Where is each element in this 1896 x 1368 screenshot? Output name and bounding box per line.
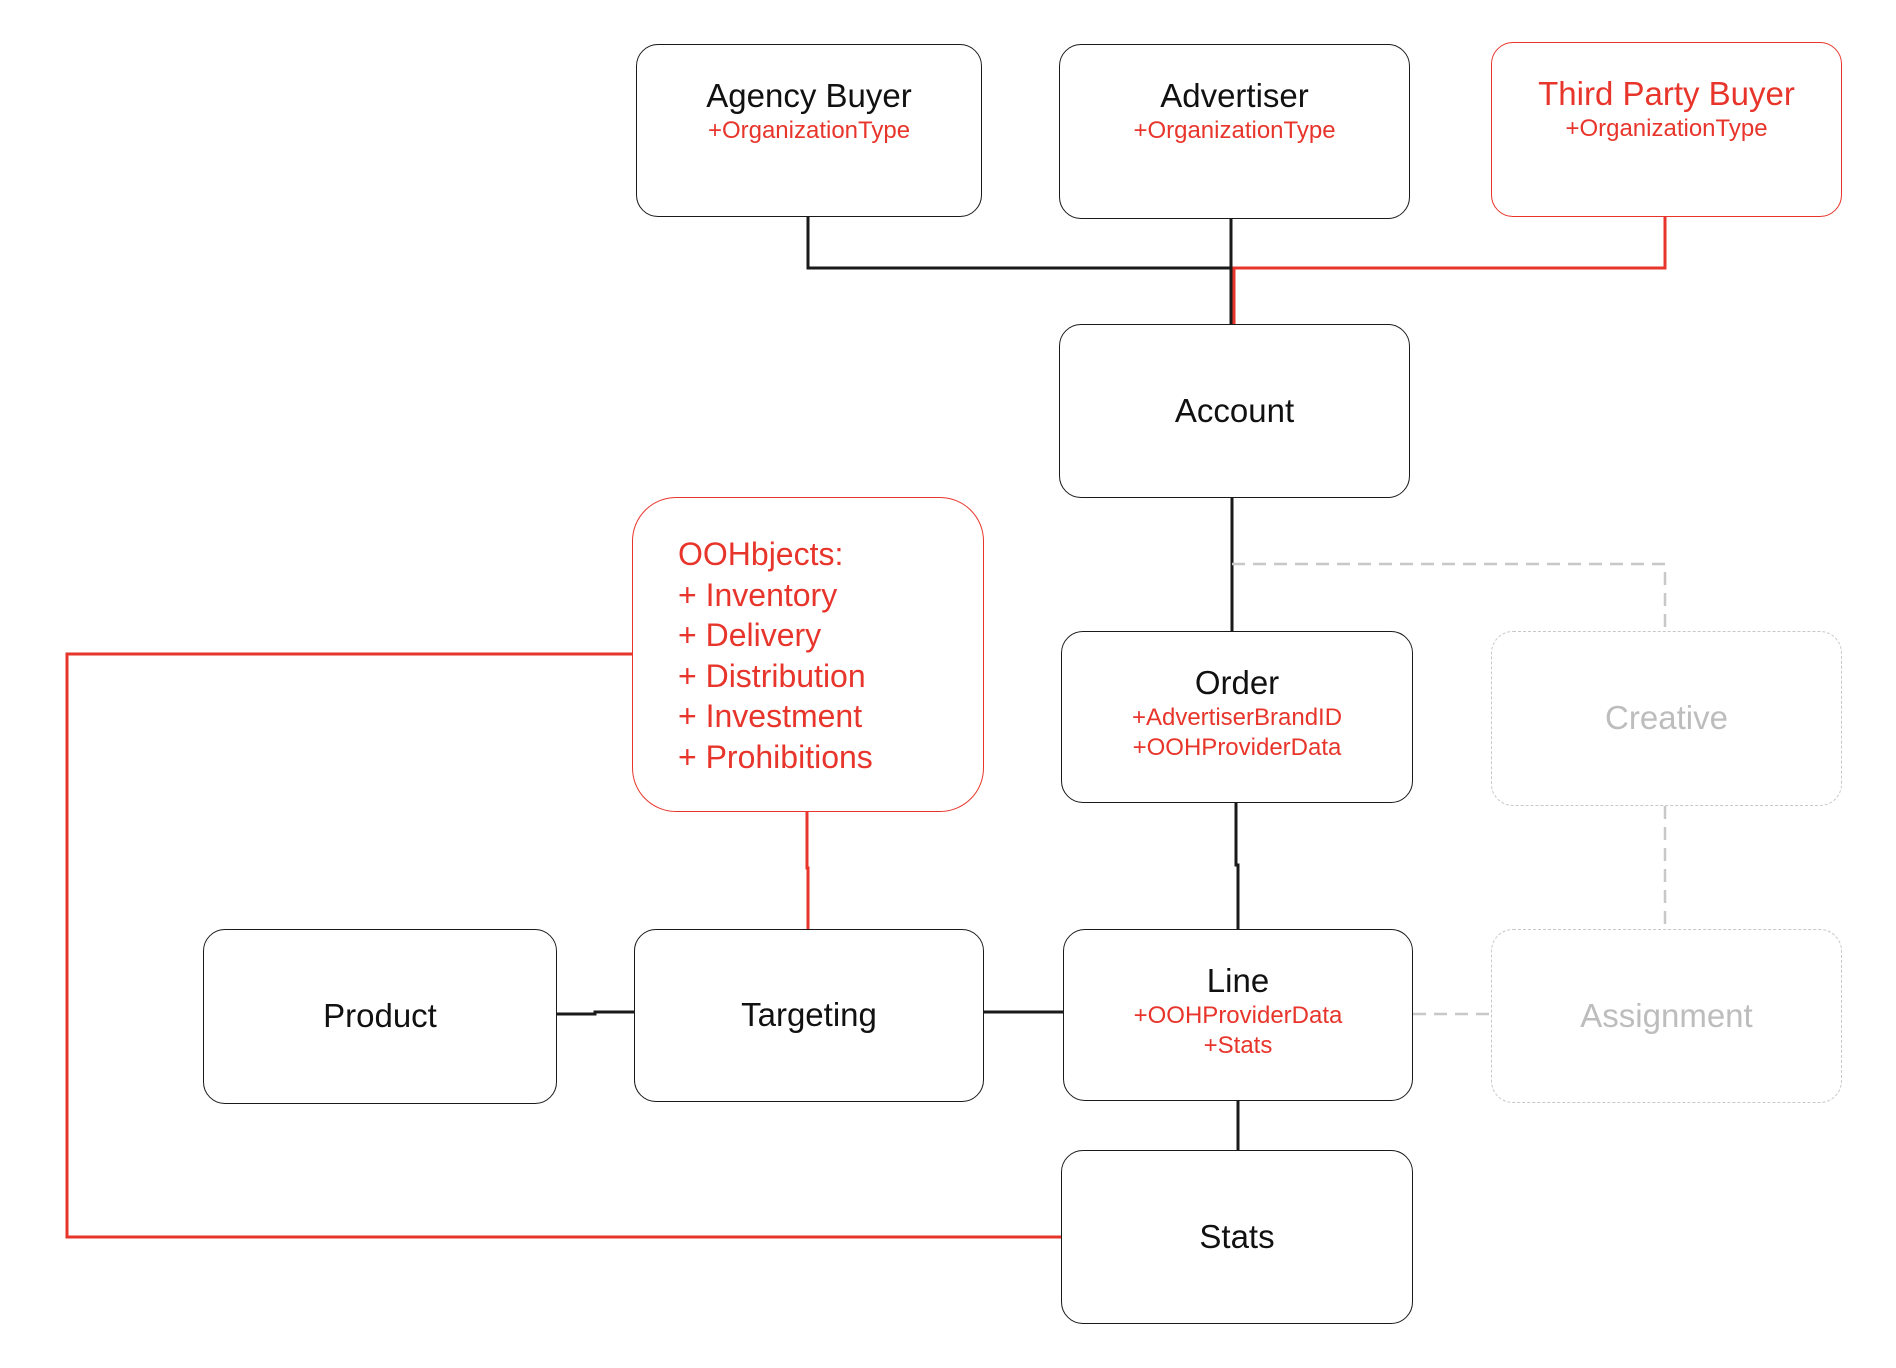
connector-account-creative bbox=[1232, 562, 1667, 631]
node-stats-title: Stats bbox=[1199, 1217, 1275, 1255]
node-line-attr-stats: +Stats bbox=[1203, 1031, 1273, 1059]
connector-product-targeting bbox=[557, 1010, 634, 1016]
oohbjects-item-inventory: + Inventory bbox=[678, 576, 838, 613]
node-order: Order +AdvertiserBrandID +OOHProviderDat… bbox=[1061, 631, 1413, 803]
node-order-attr-brand-id: +AdvertiserBrandID bbox=[1131, 703, 1343, 731]
node-advertiser-attr: +OrganizationType bbox=[1133, 116, 1336, 144]
node-third-party-buyer: Third Party Buyer +OrganizationType bbox=[1491, 42, 1842, 217]
oohbjects-item-distribution: + Distribution bbox=[678, 657, 866, 694]
node-agency-buyer-attr: +OrganizationType bbox=[707, 116, 911, 144]
node-oohbjects: OOHbjects: + Inventory + Delivery + Dist… bbox=[632, 497, 984, 812]
node-order-title: Order bbox=[1194, 664, 1280, 701]
node-product: Product bbox=[203, 929, 557, 1104]
node-line-attr-provider-data: +OOHProviderData bbox=[1133, 1001, 1343, 1029]
connector-agency-buyer-account bbox=[806, 217, 1233, 324]
node-account-title: Account bbox=[1174, 391, 1295, 429]
node-product-title: Product bbox=[323, 997, 437, 1035]
node-advertiser-title: Advertiser bbox=[1160, 77, 1309, 114]
node-creative: Creative bbox=[1491, 631, 1842, 806]
connector-oohbjects-stats bbox=[65, 652, 1061, 1239]
node-stats: Stats bbox=[1061, 1150, 1413, 1324]
node-third-party-buyer-title: Third Party Buyer bbox=[1538, 75, 1795, 112]
node-third-party-buyer-attr: +OrganizationType bbox=[1565, 114, 1768, 142]
oohbjects-item-investment: + Investment bbox=[678, 698, 863, 734]
node-advertiser: Advertiser +OrganizationType bbox=[1059, 44, 1410, 219]
node-assignment-title: Assignment bbox=[1580, 996, 1753, 1034]
oohbjects-item-prohibitions: + Prohibitions bbox=[678, 738, 873, 775]
connector-order-line bbox=[1234, 803, 1240, 929]
connector-third-party-buyer-account bbox=[1232, 217, 1667, 324]
connector-oohbjects-targeting bbox=[805, 812, 810, 929]
node-targeting: Targeting bbox=[634, 929, 984, 1102]
node-agency-buyer: Agency Buyer +OrganizationType bbox=[636, 44, 982, 217]
node-creative-title: Creative bbox=[1605, 699, 1728, 737]
node-targeting-title: Targeting bbox=[741, 996, 877, 1034]
node-account: Account bbox=[1059, 324, 1410, 498]
oohbjects-title: OOHbjects: bbox=[678, 536, 844, 572]
node-agency-buyer-title: Agency Buyer bbox=[706, 77, 912, 114]
node-assignment: Assignment bbox=[1491, 929, 1842, 1103]
node-line: Line +OOHProviderData +Stats bbox=[1063, 929, 1413, 1101]
node-order-attr-provider-data: +OOHProviderData bbox=[1132, 733, 1342, 761]
node-line-title: Line bbox=[1206, 962, 1270, 999]
oohbjects-item-delivery: + Delivery bbox=[678, 617, 822, 653]
